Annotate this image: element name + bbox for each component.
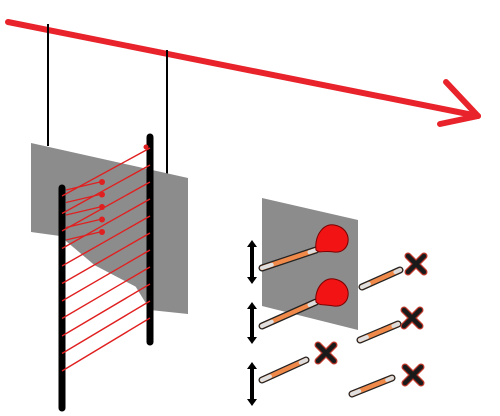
mallet-hit-1 bbox=[258, 224, 349, 272]
bead-top-right bbox=[143, 144, 149, 150]
motion-arrow-2-head-up bbox=[247, 302, 257, 309]
string-4 bbox=[61, 198, 151, 250]
string-2 bbox=[61, 164, 151, 215]
bead-string-1 bbox=[65, 181, 101, 191]
cross-mark-2 bbox=[400, 306, 424, 330]
motion-arrow-2 bbox=[247, 302, 257, 344]
cross-mark-4 bbox=[401, 363, 425, 387]
mallet-miss-2-tip bbox=[358, 335, 369, 342]
string-11 bbox=[61, 317, 151, 372]
arrow-shaft bbox=[5, 19, 481, 119]
bead-5 bbox=[99, 229, 105, 235]
string-group bbox=[61, 147, 151, 372]
string-5 bbox=[61, 215, 151, 267]
bead-string-3 bbox=[65, 206, 101, 216]
string-3 bbox=[61, 181, 151, 232]
cross-group bbox=[314, 252, 428, 387]
cross-mark-3 bbox=[314, 341, 338, 365]
mallet-low-left-tip bbox=[260, 374, 272, 382]
bead-2 bbox=[99, 191, 105, 198]
motion-arrow-3 bbox=[247, 362, 257, 406]
arrow-head bbox=[437, 79, 481, 127]
mallet-hit-2-head bbox=[315, 278, 349, 307]
cross-mark-4-stroke-1 bbox=[402, 364, 424, 386]
motion-arrow-1 bbox=[247, 240, 257, 284]
mallet-miss-1-tip bbox=[360, 281, 371, 289]
mallet-low-left bbox=[258, 356, 310, 384]
motion-arrow-2-head-down bbox=[247, 337, 257, 344]
bead-string-4 bbox=[65, 218, 101, 229]
bead-1 bbox=[99, 179, 105, 185]
long-red-arrow-icon bbox=[5, 19, 481, 127]
motion-arrow-3-head-up bbox=[247, 362, 257, 369]
cross-mark-3-stroke-1 bbox=[315, 342, 337, 364]
mallet-hit-1-head bbox=[315, 224, 349, 253]
mallet-hit-2 bbox=[258, 278, 349, 330]
mallet-group bbox=[258, 224, 404, 398]
string-9 bbox=[61, 283, 151, 337]
mallet-hit-2-end bbox=[307, 300, 318, 307]
bead-string-2 bbox=[65, 193, 101, 204]
motion-arrow-group bbox=[247, 240, 257, 406]
mallet-low-left-end bbox=[298, 358, 308, 365]
bead-3 bbox=[99, 204, 105, 210]
mallet-miss-2 bbox=[356, 320, 402, 344]
mallet-miss-1 bbox=[358, 266, 404, 291]
mallet-hit-1-end bbox=[307, 248, 318, 255]
bead-string-5 bbox=[65, 231, 101, 241]
string-10 bbox=[61, 300, 151, 355]
panel-lower-wedge bbox=[104, 235, 188, 314]
mallet-miss-3-end bbox=[385, 376, 394, 382]
mallet-hit-2-tip bbox=[260, 319, 274, 328]
mallet-hit-1-tip bbox=[260, 262, 274, 270]
motion-arrow-3-head-down bbox=[247, 399, 257, 406]
mallet-miss-3 bbox=[348, 374, 396, 398]
bead-4 bbox=[99, 216, 105, 223]
mallet-miss-2-end bbox=[391, 322, 400, 328]
motion-arrow-1-head-up bbox=[247, 240, 257, 247]
string-7 bbox=[61, 249, 151, 302]
bead-group bbox=[65, 144, 149, 241]
motion-arrow-1-head-down bbox=[247, 277, 257, 284]
string-8 bbox=[61, 266, 151, 320]
mallet-miss-3-tip bbox=[350, 389, 362, 396]
cross-mark-1 bbox=[404, 252, 428, 276]
string-6 bbox=[61, 232, 151, 285]
cross-mark-2-stroke-1 bbox=[401, 307, 423, 329]
mallet-miss-1-end bbox=[393, 268, 402, 275]
cross-mark-1-stroke-1 bbox=[405, 253, 427, 275]
